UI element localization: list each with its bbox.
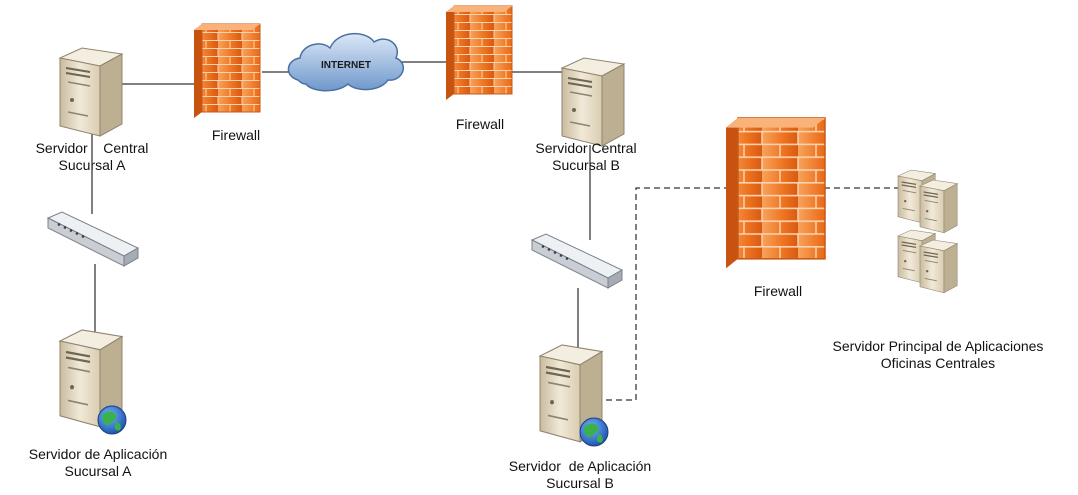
- label-line: Sucursal A: [64, 463, 132, 479]
- firewall-label-1: Firewall: [211, 127, 261, 143]
- label-line: Sucursal B: [546, 475, 614, 491]
- globe-icon: [97, 405, 127, 435]
- firewall-icon: [445, 5, 513, 101]
- label-line: Servidor Central: [535, 140, 637, 156]
- label-line: Servidor Central: [35, 140, 149, 156]
- label-line: Servidor de Aplicación: [508, 458, 652, 474]
- label-line: Sucursal A: [58, 157, 126, 173]
- firewall-label-2: Firewall: [455, 116, 505, 132]
- label-line: Sucursal B: [552, 157, 620, 173]
- firewall-icon: [725, 117, 826, 270]
- label-line: Servidor de Aplicación: [28, 446, 168, 462]
- internet-label: INTERNET: [321, 60, 371, 71]
- internet-cloud-icon: [287, 33, 405, 92]
- label-line: Servidor Principal de Aplicaciones: [832, 338, 1044, 354]
- label-line: Oficinas Centrales: [880, 355, 996, 371]
- firewall-icon: [193, 23, 261, 119]
- firewall-label-3: Firewall: [753, 283, 803, 299]
- server-central-b-icon: [561, 57, 625, 147]
- globe-icon: [579, 417, 609, 447]
- server-central-a-icon: [59, 47, 123, 137]
- server-cluster-icon: [897, 169, 958, 294]
- network-switch-icon: [46, 210, 140, 268]
- network-switch-icon: [530, 232, 624, 290]
